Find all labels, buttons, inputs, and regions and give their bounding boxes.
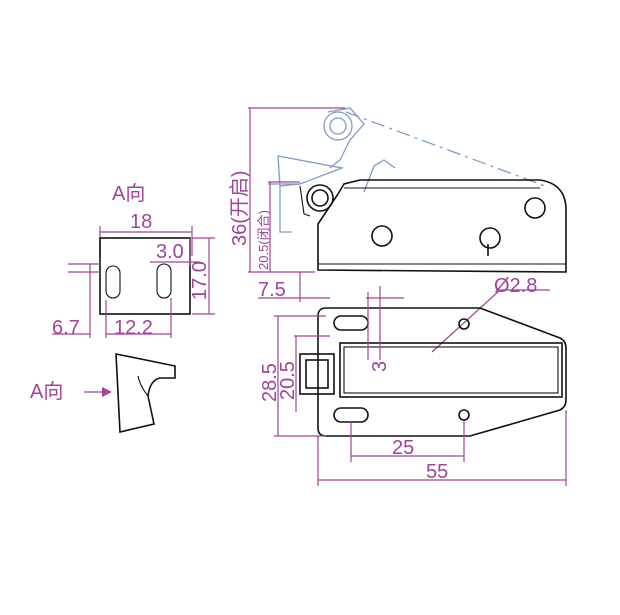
dim-25: 25 bbox=[392, 437, 414, 459]
dim-18: 18 bbox=[130, 211, 152, 233]
open-swing-line bbox=[345, 111, 546, 187]
open-hook-base bbox=[279, 186, 292, 233]
bracket-inner-curve bbox=[137, 375, 149, 397]
dim-28-5: 28.5 bbox=[259, 363, 281, 402]
open-latch bbox=[363, 159, 396, 193]
dim-7-5: 7.5 bbox=[258, 279, 286, 301]
a-view-plate bbox=[99, 237, 191, 315]
dim-20-5: 20.5 bbox=[277, 361, 299, 400]
a-view-title: A向 bbox=[112, 182, 145, 205]
open-arm bbox=[327, 107, 365, 169]
dim-17-0: 17.0 bbox=[189, 261, 211, 300]
open-pivot-inner bbox=[329, 117, 347, 135]
plan-slot-top bbox=[333, 315, 369, 331]
latch-housing bbox=[339, 342, 563, 398]
a-view-slot-right bbox=[156, 263, 172, 299]
plan-hole-top bbox=[458, 318, 470, 330]
pivot-outer bbox=[306, 184, 334, 212]
base-plate bbox=[317, 307, 567, 437]
dim-55: 55 bbox=[426, 461, 448, 483]
dia-leader bbox=[431, 289, 501, 353]
plan-view: 3 28.5 20.5 25 55 bbox=[259, 286, 567, 486]
side-arrow-label: A向 bbox=[30, 380, 63, 403]
pivot-inner bbox=[311, 189, 329, 207]
bracket-outline bbox=[115, 353, 176, 433]
open-pivot-outer bbox=[323, 111, 353, 141]
plunger-head bbox=[299, 353, 335, 395]
a-view-bracket: A向 bbox=[30, 353, 176, 433]
hook-closed bbox=[299, 185, 311, 217]
dim-dia-2-8: Ø2.8 bbox=[494, 275, 537, 297]
latch-body bbox=[317, 179, 567, 273]
a-view: A向 18 3.0 17.0 6.7 12.2 bbox=[52, 182, 215, 339]
view-arrow-head bbox=[102, 387, 112, 397]
body-hole-right bbox=[524, 197, 546, 219]
dim-12-2: 12.2 bbox=[114, 317, 153, 339]
a-view-slot-left bbox=[105, 265, 121, 299]
side-view: 36(开启) 20.5(闭合) 7.5 Ø2.8 bbox=[228, 107, 567, 353]
dim-3: 3 bbox=[369, 361, 391, 372]
plan-slot-bottom bbox=[333, 407, 369, 423]
plunger-inner bbox=[305, 359, 329, 389]
latch-housing-inner bbox=[343, 346, 559, 394]
dim-20-5-closed: 20.5(闭合) bbox=[256, 210, 271, 270]
dim-3-0: 3.0 bbox=[156, 241, 184, 263]
dim-6-7: 6.7 bbox=[52, 317, 80, 339]
plan-hole-bottom bbox=[458, 409, 470, 421]
body-keyhole bbox=[479, 227, 501, 256]
dim-36: 36(开启) bbox=[228, 170, 251, 246]
body-hole-left bbox=[371, 225, 393, 247]
